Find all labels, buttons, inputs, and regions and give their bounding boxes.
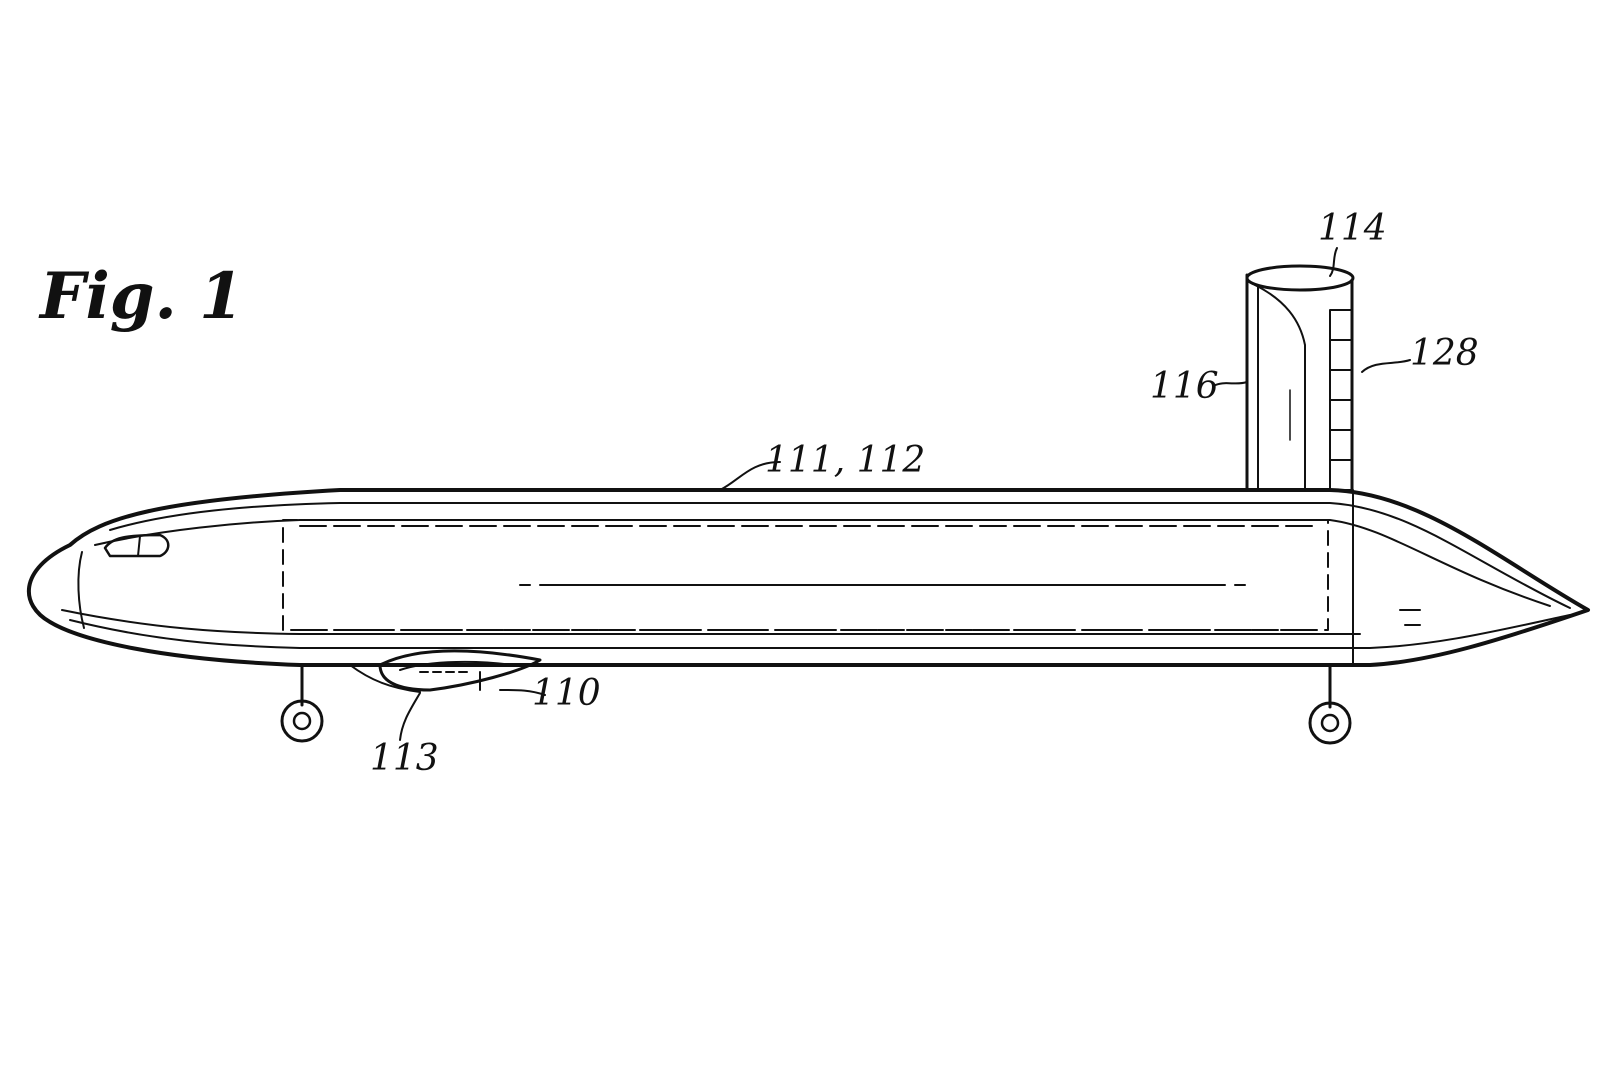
flap-panels — [1329, 309, 1353, 491]
label-128: 128 — [1410, 333, 1479, 374]
label-114: 114 — [1318, 208, 1387, 249]
front-landing-gear — [280, 663, 324, 743]
label-111-112: 111, 112 — [765, 440, 925, 481]
label-116: 116 — [1150, 366, 1219, 407]
label-113: 113 — [370, 738, 439, 779]
rear-landing-gear — [1308, 663, 1352, 745]
tail-fin — [1245, 264, 1355, 492]
engine-pod — [349, 649, 542, 693]
figure-title: Fig. 1 — [38, 259, 244, 334]
label-110: 110 — [532, 673, 601, 714]
fuselage — [26, 488, 1590, 667]
leader-lines — [399, 247, 1411, 741]
